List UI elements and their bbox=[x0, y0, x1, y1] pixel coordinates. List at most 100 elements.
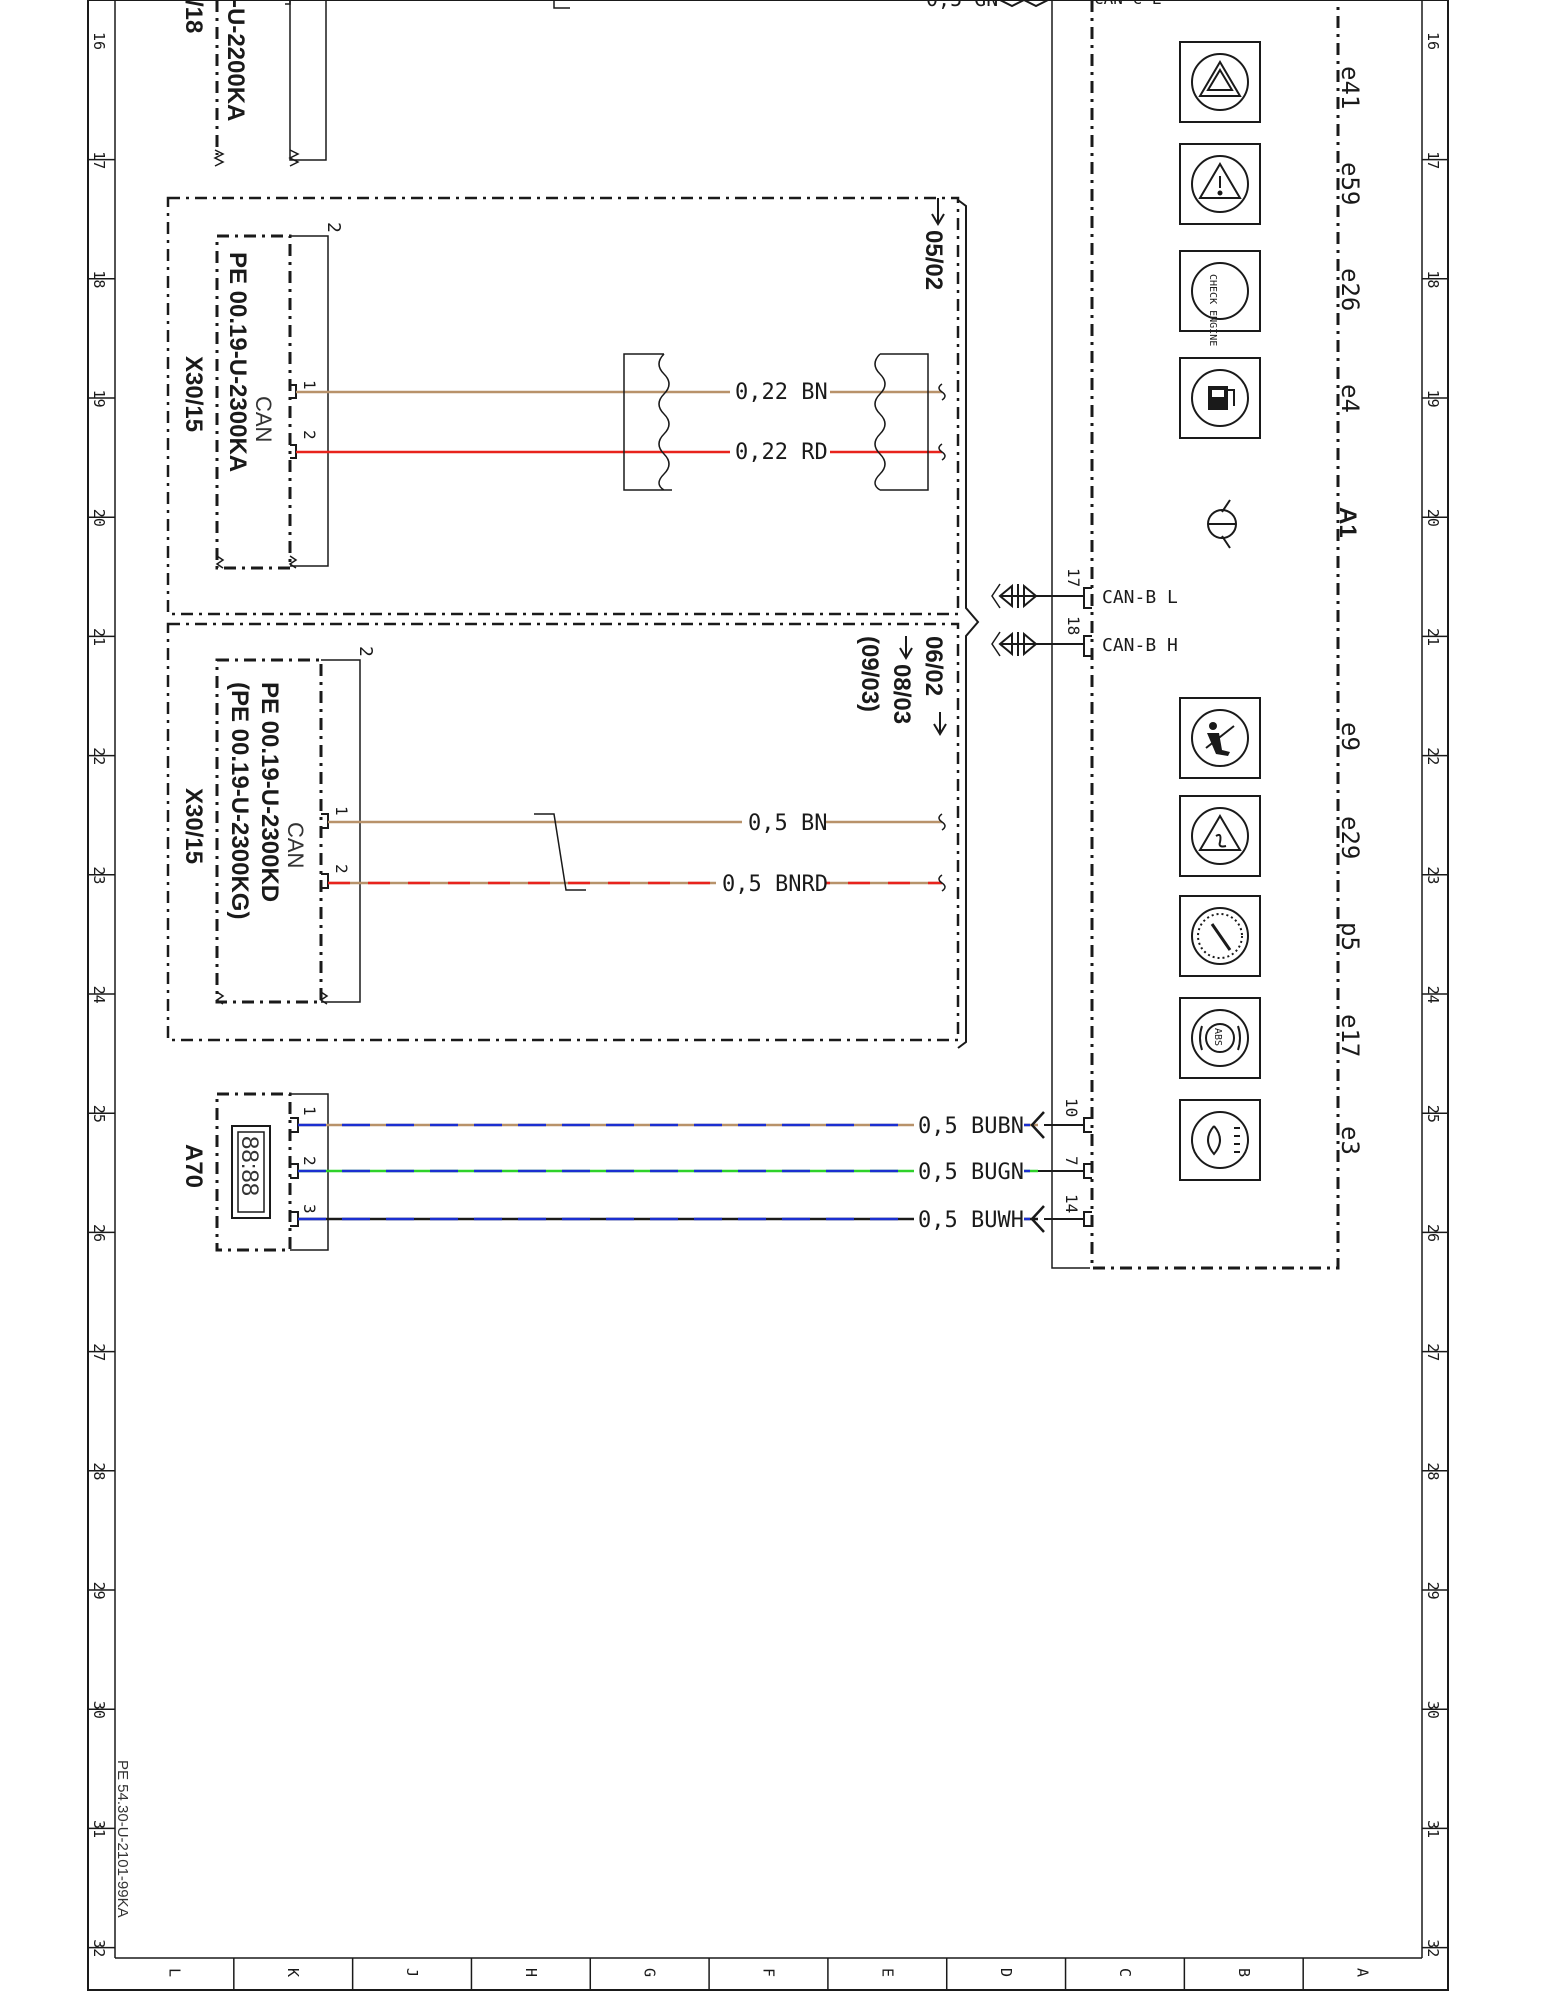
gauge-p5: p5 bbox=[1179, 895, 1364, 977]
block-a-cross-ref: 05/02 bbox=[920, 230, 947, 290]
headlight-low-beam-icon bbox=[1191, 1111, 1249, 1169]
block-b-pin-2: 2 bbox=[332, 864, 351, 874]
row-number-label: 18 bbox=[1424, 270, 1442, 288]
row-number-label: 26 bbox=[1424, 1224, 1442, 1242]
top-wire-label: 0,5 GN bbox=[926, 0, 998, 11]
sheet-frame bbox=[87, 0, 1449, 1991]
wire-label-0-5-buwh: 0,5 BUWH bbox=[918, 1208, 1024, 1233]
row-number-label: 19 bbox=[1424, 390, 1442, 408]
block-a70: A70 88:88 1 2 3 0,5 BUBN 0,5 BUGN 0,5 BU… bbox=[180, 1092, 1092, 1252]
lamp-e59-label: e59 bbox=[1336, 162, 1364, 205]
column-letter-label: F bbox=[760, 1968, 778, 1977]
can-b-l-label: CAN-B L bbox=[1102, 587, 1178, 608]
block-a70-pin-2: 2 bbox=[300, 1156, 319, 1166]
check-engine-icon: CHECK ENGINE bbox=[1207, 274, 1218, 346]
row-number-label: 24 bbox=[90, 986, 108, 1004]
row-number-label: 22 bbox=[1424, 747, 1442, 765]
block-a-can: CAN bbox=[251, 396, 276, 442]
row-number-label: 16 bbox=[90, 32, 108, 50]
module-a1: A1 e41 e59 bbox=[991, 0, 1364, 1270]
block-b-name: X30/15 bbox=[180, 788, 207, 864]
row-number-label: 20 bbox=[1424, 509, 1442, 527]
warning-triangle-exclamation-icon bbox=[1191, 155, 1249, 213]
seat-belt-icon bbox=[1191, 709, 1249, 767]
row-number-label: 24 bbox=[1424, 986, 1442, 1004]
lamp-e9-label: e9 bbox=[1336, 722, 1364, 751]
row-number-label: 31 bbox=[1424, 1820, 1442, 1838]
block-a70-name: A70 bbox=[180, 1144, 207, 1188]
column-letter-label: G bbox=[641, 1968, 659, 1977]
row-number-label: 26 bbox=[90, 1224, 108, 1242]
column-letter-label: J bbox=[403, 1968, 421, 1977]
pin-18: 18 bbox=[1064, 616, 1083, 635]
block-b-ref-2: (PE 00.19-U-2300KG) bbox=[226, 682, 253, 919]
pin-7: 7 bbox=[1062, 1156, 1081, 1166]
lamp-e17-label: e17 bbox=[1336, 1014, 1364, 1057]
column-letter-label: E bbox=[878, 1968, 896, 1977]
row-number-label: 29 bbox=[90, 1582, 108, 1600]
top-ref-a: /18 bbox=[180, 0, 207, 33]
abs-icon: ABS bbox=[1191, 1009, 1249, 1067]
row-number-label: 31 bbox=[90, 1820, 108, 1838]
column-letter-label: C bbox=[1116, 1968, 1134, 1977]
row-number-label: 21 bbox=[1424, 628, 1442, 646]
row-number-label: 25 bbox=[90, 1105, 108, 1123]
block-b-cross-ref-2: 08/03 bbox=[888, 664, 915, 724]
lamp-e3: e3 bbox=[1179, 1099, 1364, 1181]
row-number-label: 25 bbox=[1424, 1105, 1442, 1123]
row-number-label: 23 bbox=[1424, 866, 1442, 884]
wire-label-0-5-bn: 0,5 BN bbox=[748, 811, 827, 836]
block-b-can: CAN bbox=[283, 822, 308, 868]
row-number-label: 30 bbox=[1424, 1701, 1442, 1719]
row-number-label: 23 bbox=[90, 866, 108, 884]
pin-14: 14 bbox=[1062, 1194, 1081, 1213]
harness-brace bbox=[957, 199, 980, 1049]
lamp-e17: ABS e17 bbox=[1179, 997, 1364, 1079]
block-a-pin-1: 1 bbox=[300, 380, 319, 390]
block-a70-pin-3: 3 bbox=[300, 1204, 319, 1214]
row-number-label: 18 bbox=[90, 270, 108, 288]
column-letter-label: H bbox=[522, 1968, 540, 1977]
row-number-label: 27 bbox=[90, 1343, 108, 1361]
column-letter-label: A bbox=[1354, 1968, 1372, 1977]
block-a70-pin-1: 1 bbox=[300, 1106, 319, 1116]
column-letter-label: B bbox=[1235, 1968, 1253, 1977]
row-ticks bbox=[88, 158, 1448, 1949]
lamp-e29: e29 bbox=[1179, 795, 1364, 877]
abs-text: ABS bbox=[1212, 1028, 1223, 1046]
lamp-e26-label: e26 bbox=[1336, 268, 1364, 311]
column-letter-label: L bbox=[165, 1968, 183, 1977]
block-b-cross-ref-3: (09/03) bbox=[856, 636, 883, 712]
pin-10: 10 bbox=[1062, 1098, 1081, 1117]
lamp-e4: e4 bbox=[1179, 357, 1364, 439]
lamp-e41: e41 bbox=[1179, 41, 1364, 123]
wire-label-0-5-bubn: 0,5 BUBN bbox=[918, 1114, 1024, 1139]
block-a-name: X30/15 bbox=[180, 356, 207, 432]
top-fragment: /18 -U-2200KA 0,5 GN CAN-C L bbox=[180, 0, 1161, 167]
top-can-label: CAN-C L bbox=[1094, 0, 1161, 8]
clock-display-digits: 88:88 bbox=[236, 1136, 263, 1196]
fuel-pump-icon bbox=[1191, 369, 1249, 427]
row-number-label: 16 bbox=[1424, 32, 1442, 50]
row-number-label: 19 bbox=[90, 390, 108, 408]
lamp-e9: e9 bbox=[1179, 697, 1364, 779]
wire-label-0-5-bugn: 0,5 BUGN bbox=[918, 1160, 1024, 1185]
pin-17: 17 bbox=[1064, 568, 1083, 587]
row-number-label: 30 bbox=[90, 1701, 108, 1719]
top-ref-b: -U-2200KA bbox=[222, 0, 249, 121]
row-number-label: 28 bbox=[90, 1462, 108, 1480]
lamp-e59: e59 bbox=[1179, 143, 1364, 225]
block-b-pin-1: 1 bbox=[332, 806, 351, 816]
block-a-ref: PE 00.19-U-2300KA bbox=[224, 252, 251, 472]
clock-display-icon bbox=[231, 1125, 271, 1219]
row-number-label: 17 bbox=[90, 151, 108, 169]
row-number-label: 20 bbox=[90, 509, 108, 527]
block-b-ref-1: PE 00.19-U-2300KD bbox=[256, 682, 283, 902]
hazard-warning-icon bbox=[1191, 53, 1249, 111]
row-number-label: 17 bbox=[1424, 151, 1442, 169]
lamp-e29-label: e29 bbox=[1336, 816, 1364, 859]
can-b-h-label: CAN-B H bbox=[1102, 635, 1178, 656]
column-letter-label: K bbox=[284, 1968, 302, 1977]
